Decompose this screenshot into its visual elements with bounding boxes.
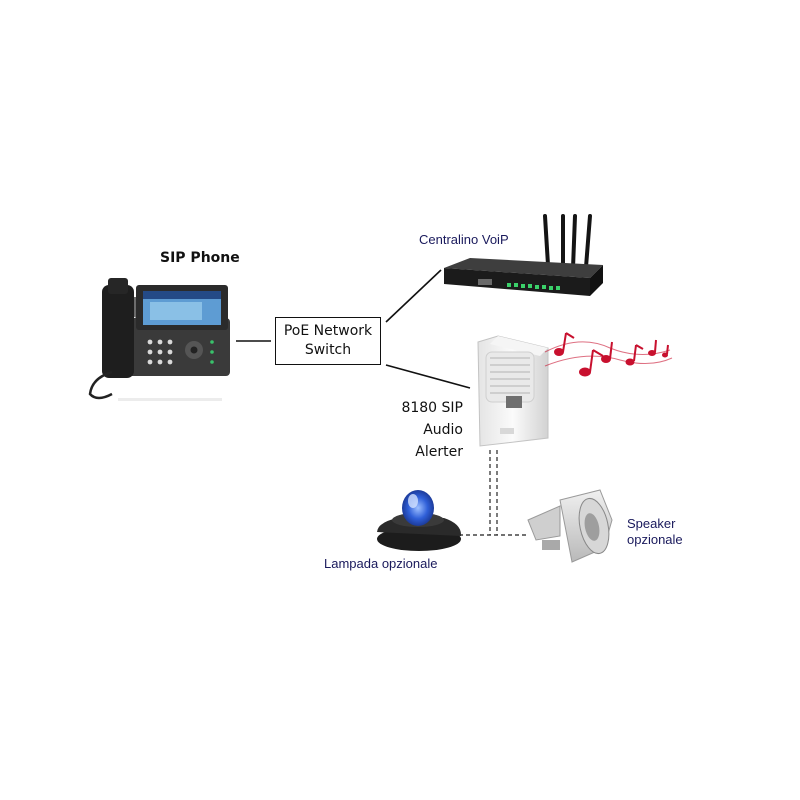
audio-alerter-icon — [477, 335, 549, 447]
sip-phone-icon — [88, 278, 230, 401]
alerter-label-line3: Alerter — [415, 444, 463, 460]
poe-switch-box: PoE Network Switch — [275, 317, 381, 365]
lampada-label: Lampada opzionale — [324, 556, 438, 571]
speaker-label: Speaker opzionale — [627, 516, 683, 548]
alerter-label-line2: Audio — [423, 422, 463, 438]
connection-lines — [236, 269, 471, 389]
switch-label-line1: PoE Network — [283, 323, 373, 339]
optional-wiring — [459, 450, 526, 536]
centralino-label: Centralino VoiP — [419, 232, 509, 247]
alerter-label-line1: 8180 SIP — [401, 400, 463, 416]
switch-label-line2: Switch — [304, 342, 352, 358]
horn-speaker-icon — [527, 489, 613, 563]
music-notes-icon — [544, 332, 673, 377]
beacon-lamp-icon — [377, 490, 462, 551]
sip-phone-label: SIP Phone — [160, 250, 240, 266]
alerter-label: 8180 SIP Audio Alerter — [401, 397, 463, 463]
switch-to-alerter-line — [385, 364, 471, 389]
speaker-label-line2: opzionale — [627, 532, 683, 547]
switch-to-pbx-line — [385, 269, 442, 323]
speaker-label-line1: Speaker — [627, 516, 676, 531]
pbx-router-icon — [444, 214, 603, 296]
